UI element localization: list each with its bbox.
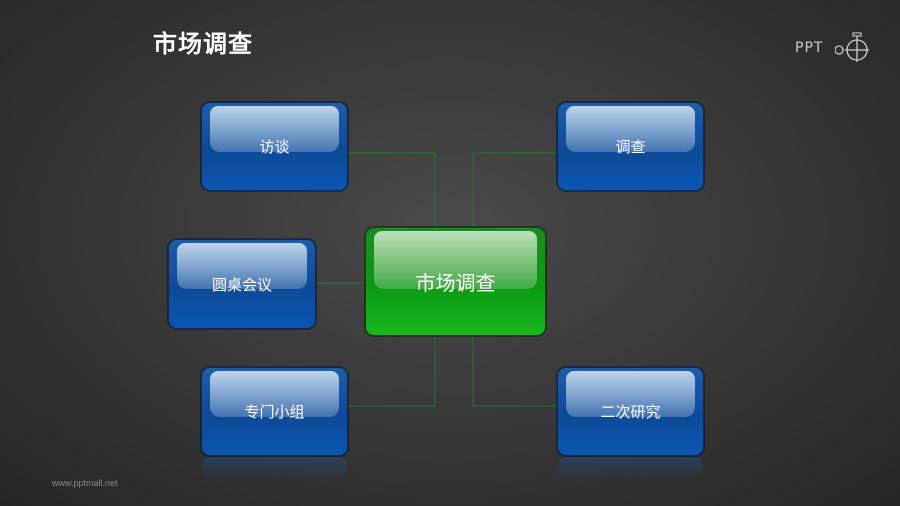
- node-survey-label: 调查: [615, 138, 646, 156]
- node-secondary-research-label: 二次研究: [600, 403, 661, 421]
- node-roundtable-label: 圆桌会议: [211, 275, 272, 294]
- connector-bottom-right: [472, 335, 557, 407]
- node-gloss: [374, 231, 537, 289]
- node-roundtable[interactable]: 圆桌会议: [168, 239, 316, 329]
- connector-bottom-left: [347, 335, 436, 407]
- logo-text: PPT: [795, 40, 824, 56]
- connector-top-right: [472, 152, 557, 228]
- reflection-bottom-left: [202, 457, 347, 479]
- footer-url: www.pptmall.net: [52, 478, 118, 488]
- node-gloss: [177, 243, 307, 289]
- logo: PPT: [795, 30, 875, 64]
- node-gloss: [566, 371, 695, 417]
- node-gloss: [210, 371, 339, 417]
- node-interview[interactable]: 访谈: [201, 102, 348, 191]
- logo-icon: [835, 32, 869, 62]
- slide-title: 市场调查: [153, 30, 253, 58]
- node-gloss: [566, 106, 695, 152]
- connector-top-left: [347, 152, 436, 228]
- node-center-market-research[interactable]: 市场调查: [365, 227, 546, 336]
- reflection-bottom-right: [558, 457, 703, 479]
- node-interview-label: 访谈: [259, 138, 290, 156]
- node-secondary-research[interactable]: 二次研究: [557, 367, 704, 456]
- node-panel-label: 专门小组: [244, 403, 305, 421]
- node-survey[interactable]: 调查: [557, 102, 704, 191]
- node-panel[interactable]: 专门小组: [201, 367, 348, 456]
- node-gloss: [210, 106, 339, 152]
- node-center-label: 市场调查: [415, 271, 496, 295]
